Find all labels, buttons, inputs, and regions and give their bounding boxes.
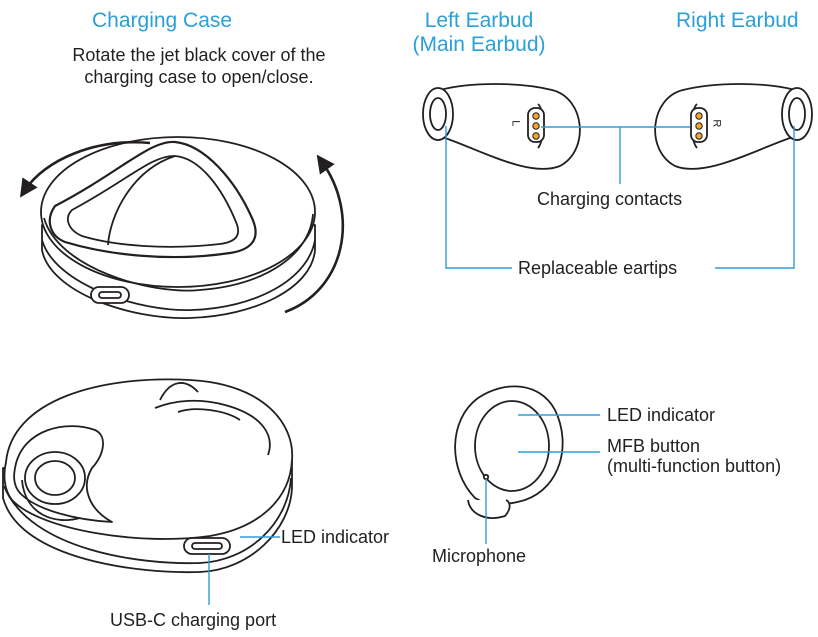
replaceable-eartips-label: Replaceable eartips [518, 258, 678, 278]
right-earbud-mark: R [710, 119, 723, 128]
closed-case-illustration [40, 136, 316, 319]
right-earbud-contacts [695, 112, 703, 140]
earbud-led-indicator-label: LED indicator [607, 405, 716, 425]
rotation-arrows [19, 141, 344, 314]
case-led-indicator-label: LED indicator [281, 527, 390, 547]
right-earbud-heading: Right Earbud [676, 9, 799, 32]
left-earbud-subheading: (Main Earbud) [412, 33, 546, 56]
left-earbud-mark: L [509, 120, 522, 127]
charging-case-heading: Charging Case [92, 9, 233, 32]
rotate-arrow-right [284, 154, 344, 314]
mfb-button-label: MFB button [607, 436, 701, 456]
earbud-leader-lines [445, 126, 795, 269]
side-earbud-leader-lines [485, 414, 600, 544]
rotate-arrow-left [19, 141, 151, 198]
open-case-leader-lines [208, 536, 280, 605]
case-instruction-line2: charging case to open/close. [84, 67, 314, 87]
case-instruction-line1: Rotate the jet black cover of the [72, 45, 326, 65]
open-case-illustration [2, 378, 294, 574]
microphone-label: Microphone [432, 546, 527, 566]
usb-c-port-label: USB-C charging port [110, 610, 277, 630]
mfb-button-description: (multi-function button) [607, 456, 782, 476]
charging-contacts-label: Charging contacts [537, 189, 683, 209]
side-earbud-illustration [454, 385, 564, 519]
left-earbud-illustration [422, 83, 581, 170]
left-earbud-contacts [532, 112, 540, 140]
left-earbud-heading: Left Earbud [424, 9, 534, 32]
